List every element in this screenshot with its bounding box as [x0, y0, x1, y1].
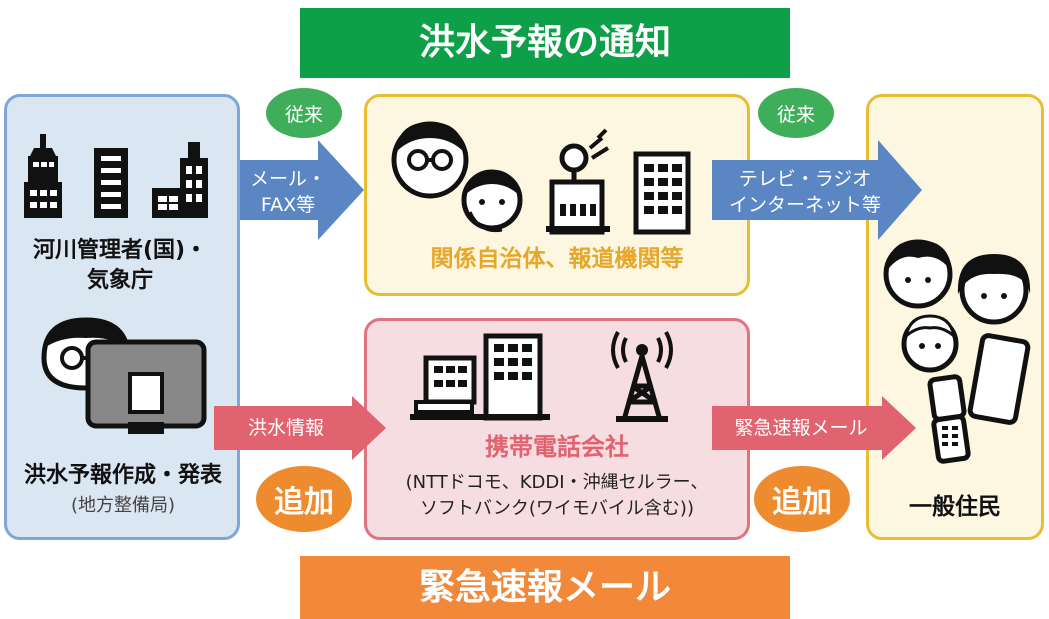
arrow-label-line-2: FAX等 [260, 194, 316, 216]
arrow-label-line-2: インターネット等 [728, 194, 881, 216]
arrow-flood-info-label: 洪水情報 [247, 417, 324, 439]
badge-text: 従来 [284, 103, 323, 126]
arrow-label-line-1: テレビ・ラジオ [738, 168, 872, 190]
conventional-badge: 従来 [266, 88, 342, 138]
banner-title: 緊急速報メール [418, 567, 671, 608]
arrow-mail-fax-label: メール・ FAX等 [240, 166, 336, 218]
reporters-and-facility-icon [391, 121, 691, 235]
label-line-1: 河川管理者(国)・ [32, 238, 208, 263]
desc-line-2: ソフトバンク(ワイモバイル含む)) [420, 498, 694, 519]
arrow-mail-fax [240, 140, 364, 240]
residents-icon [883, 239, 1031, 464]
flood-forecast-label: 洪水予報作成・発表 [23, 463, 222, 488]
arrow-label-line-1: メール・ [249, 168, 326, 190]
carrier-building-and-tower-icon [410, 331, 673, 422]
notification-banner: 洪水予報の通知 [300, 8, 790, 78]
banner-title: 洪水予報の通知 [418, 22, 671, 63]
added-badge: 追加 [256, 466, 352, 532]
person-at-computer-icon [41, 317, 207, 434]
label-line-2: 気象庁 [86, 268, 153, 293]
arrow-emergency-mail-label: 緊急速報メール [734, 417, 868, 439]
mobile-carriers-title: 携帯電話会社 [485, 433, 629, 461]
mobile-carriers-desc: (NTTドコモ、KDDI・沖縄セルラー、 ソフトバンク(ワイモバイル含む)) [364, 470, 750, 522]
local-governments-label: 関係自治体、報道機関等 [430, 246, 684, 272]
badge-text: 追加 [274, 485, 334, 520]
emergency-mail-banner: 緊急速報メール [300, 556, 790, 619]
residents-label: 一般住民 [909, 494, 1001, 520]
regional-bureau-label: (地方整備局) [70, 495, 176, 516]
arrow-emergency-mail [712, 396, 916, 460]
river-administrator-label: 河川管理者(国)・ 気象庁 [20, 236, 220, 296]
arrow-flood-info [214, 396, 386, 460]
badge-text: 追加 [772, 485, 832, 520]
added-badge: 追加 [754, 466, 850, 532]
government-buildings-icon [24, 134, 208, 218]
conventional-badge: 従来 [758, 88, 834, 138]
arrow-tv-radio-label: テレビ・ラジオ インターネット等 [716, 166, 894, 218]
arrow-tv-radio [712, 140, 922, 240]
desc-line-1: (NTTドコモ、KDDI・沖縄セルラー、 [405, 472, 709, 493]
badge-text: 従来 [776, 103, 815, 126]
